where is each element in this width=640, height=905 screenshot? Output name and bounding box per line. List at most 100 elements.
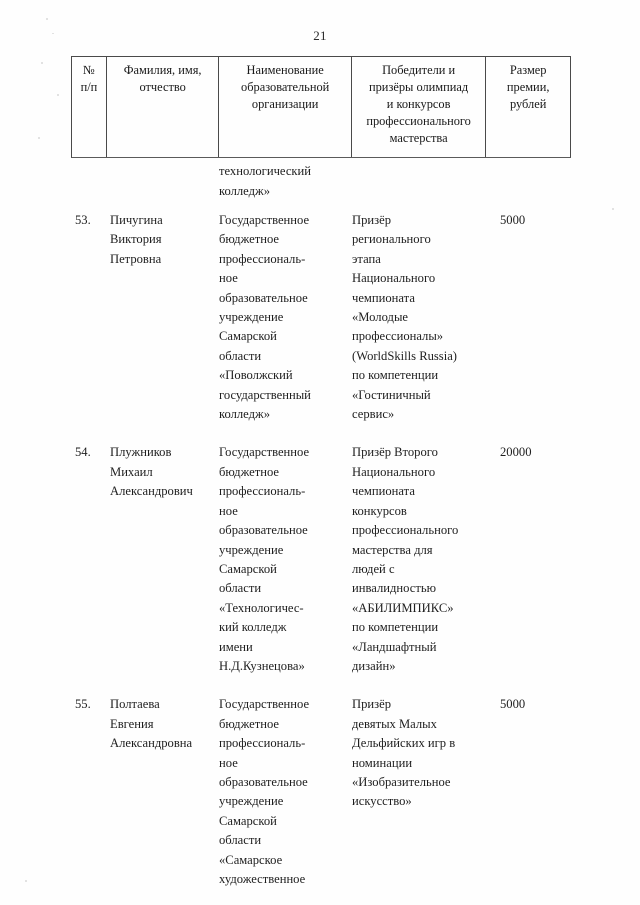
text-line: учреждение	[219, 542, 284, 557]
text-line: Александровна	[110, 736, 193, 751]
text-line: бюджетное	[219, 232, 279, 247]
text-line: номинации	[352, 755, 413, 770]
cell-organization: Государственное бюджетное профессиональ-но…	[219, 695, 352, 889]
text-line: мастерства для	[352, 542, 433, 557]
text-line: Победители и	[382, 63, 456, 77]
cell-index: 53.	[75, 213, 91, 227]
text-line: образовательное	[219, 774, 308, 789]
text-line: Михаил	[110, 464, 153, 479]
text-line: «Изобразительное	[352, 774, 451, 789]
text-line: Дельфийских игр в	[352, 736, 456, 751]
text-line: области	[219, 581, 262, 596]
scan-speck	[38, 137, 40, 139]
text-line: мастерства	[389, 131, 448, 145]
column-header-index: № п/п	[72, 57, 107, 157]
text-line: образовательное	[219, 290, 308, 305]
text-line: «Поволжский	[219, 368, 293, 383]
text-line: Государственное	[219, 697, 310, 712]
text-line: ное	[219, 755, 238, 770]
text-line: по компетенции	[352, 368, 439, 383]
text-line: Н.Д.Кузнецова»	[219, 658, 305, 673]
column-header-person: Фамилия, имя,отчество	[107, 57, 220, 157]
text-line: дизайн»	[352, 658, 396, 673]
text-line: сервис»	[352, 407, 395, 422]
text-line: Самарской	[219, 329, 277, 344]
text-line: №	[83, 63, 95, 77]
text-line: п/п	[80, 80, 98, 94]
text-line: Плужников	[110, 445, 172, 460]
scan-speck	[25, 880, 27, 882]
text-line: бюджетное	[219, 716, 279, 731]
text-line: Петровна	[110, 251, 162, 266]
text-line: кий колледж	[219, 620, 287, 635]
text-line: Призёр	[352, 697, 391, 712]
text-line: «Молодые	[352, 310, 408, 325]
text-line: области	[219, 833, 262, 848]
cell-amount: 5000	[500, 213, 526, 227]
text-line: чемпионата	[352, 290, 415, 305]
text-line: профессионального	[352, 523, 459, 538]
text-line: художественное	[219, 872, 306, 886]
text-line: (WorldSkills Russia)	[352, 348, 457, 363]
text-line: искусство»	[352, 794, 412, 809]
text-line: Призёр Второго	[352, 445, 438, 460]
text-line: ное	[219, 271, 238, 286]
text-line: Национального	[352, 271, 436, 286]
text-line: Призёр	[352, 213, 391, 227]
text-line: и конкурсов	[386, 97, 451, 111]
text-line: Государственное	[219, 445, 310, 460]
scan-speck	[57, 94, 59, 96]
scan-speck	[46, 18, 48, 20]
text-line: колледж»	[219, 407, 271, 422]
text-line: конкурсов	[352, 503, 407, 518]
text-line: учреждение	[219, 794, 284, 809]
text-line: учреждение	[219, 310, 284, 325]
cell-amount: 20000	[500, 445, 532, 460]
text-line: «Технологичес-	[219, 600, 304, 615]
text-line: по компетенции	[352, 620, 439, 635]
text-line: государственный	[219, 387, 311, 402]
text-line: премии,	[506, 80, 550, 94]
text-line: инвалидностью	[352, 581, 436, 596]
text-line: имени	[219, 639, 253, 654]
text-line: этапа	[352, 251, 381, 266]
text-line: образовательной	[241, 80, 330, 94]
text-line: организации	[251, 97, 319, 111]
text-line: призёры олимпиад	[368, 80, 469, 94]
text-line: Пичугина	[110, 213, 163, 227]
scan-speck	[52, 33, 54, 34]
text-line: профессиональ-	[219, 736, 306, 751]
text-line: Евгения	[110, 716, 154, 731]
text-line: технологический	[219, 164, 312, 178]
text-line: людей с	[352, 561, 395, 576]
text-line: профессиональ-	[219, 484, 306, 499]
text-line: ное	[219, 503, 238, 518]
text-line: Александрович	[110, 484, 193, 499]
text-line: «АБИЛИМПИКС»	[352, 600, 454, 615]
scan-speck	[612, 208, 614, 210]
text-line: профессиональ-	[219, 251, 306, 266]
text-line: образовательное	[219, 523, 308, 538]
text-line: области	[219, 348, 262, 363]
text-line: Национального	[352, 464, 436, 479]
text-line: Размер	[509, 63, 547, 77]
text-line: Полтаева	[110, 697, 160, 712]
text-line: «Ландшафтный	[352, 639, 437, 654]
cell-index: 54.	[75, 445, 91, 460]
